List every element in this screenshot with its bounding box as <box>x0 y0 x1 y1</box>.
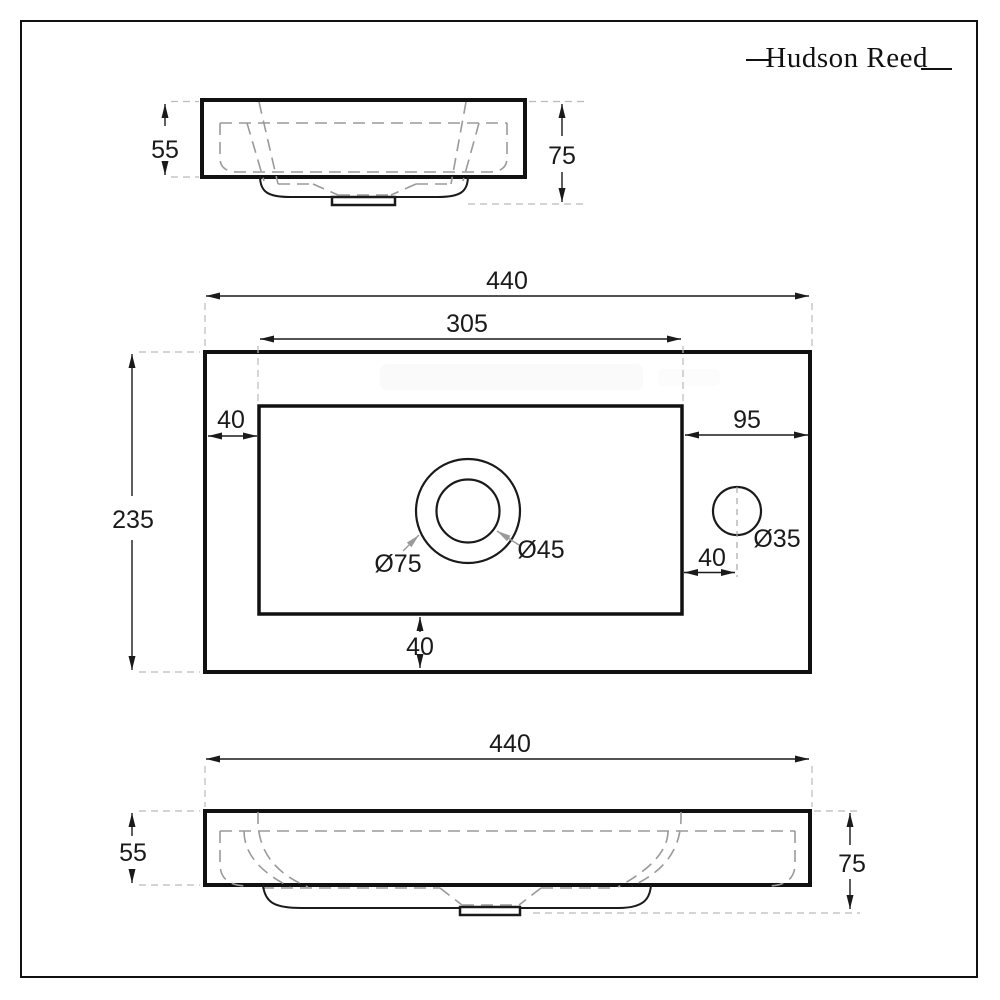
dim-plan-overall-depth: 235 <box>112 506 154 534</box>
drawing-border <box>20 20 978 978</box>
dim-waste-inner-diameter: Ø45 <box>517 536 564 564</box>
dim-side-total-height: 75 <box>548 142 576 170</box>
side-hidden-shell <box>219 122 508 173</box>
faint-watermark-small <box>658 369 720 386</box>
dim-plan-bowl-left-offset: 40 <box>217 406 245 434</box>
waste-outer-leader-arrow <box>402 534 420 552</box>
dim-tap-hole-offset: 40 <box>698 544 726 572</box>
side-rim-extension-lines <box>171 100 199 178</box>
dim-front-overall-width: 440 <box>489 730 531 758</box>
front-hidden-bowl-floor <box>262 887 614 906</box>
dim-side-rim-height: 55 <box>151 136 179 164</box>
front-rim-extension-lines <box>139 810 200 886</box>
front-total-extension-lines <box>533 810 860 914</box>
faint-watermark <box>380 364 643 390</box>
side-view: 55 75 <box>151 98 584 207</box>
front-waste-stub <box>458 905 522 917</box>
dim-tap-hole-diameter: Ø35 <box>753 525 800 553</box>
logo-left-dash <box>746 58 770 61</box>
dim-plan-bowl-width: 305 <box>446 310 488 338</box>
dim-front-total-height: 75 <box>838 850 866 878</box>
brand-logo: Hudson Reed <box>746 44 952 73</box>
logo-text: Hudson Reed <box>765 42 928 74</box>
front-hidden-shell <box>219 830 796 887</box>
waste-inner-circle <box>435 478 501 544</box>
front-hidden-bowl-walls <box>243 812 682 888</box>
front-basin-outline <box>203 809 812 887</box>
side-hidden-bowl-floor <box>278 183 451 196</box>
side-total-extension-lines <box>468 100 584 205</box>
side-waste-stub <box>330 195 397 207</box>
waste-inner-leader-arrow <box>496 530 520 546</box>
front-view: 440 55 75 <box>119 730 866 917</box>
side-basin-outline <box>200 98 527 179</box>
front-width-extension-lines <box>204 766 813 807</box>
logo-underline <box>921 68 952 70</box>
plan-view: 440 305 235 40 95 Ø75 Ø45 <box>112 267 813 674</box>
plan-width-extension-lines <box>204 303 813 348</box>
dim-plan-bowl-rear-offset: 40 <box>406 633 434 661</box>
side-hidden-bowl-walls <box>246 101 480 185</box>
dim-waste-outer-diameter: Ø75 <box>374 550 421 578</box>
dim-front-rim-height: 55 <box>119 839 147 867</box>
plan-bowl-extension-lines <box>257 346 684 402</box>
dim-plan-overall-width: 440 <box>486 267 528 295</box>
plan-depth-extension-lines <box>139 351 200 673</box>
side-underbowl-outline <box>259 175 469 198</box>
dim-plan-right-ledge: 95 <box>733 406 761 434</box>
